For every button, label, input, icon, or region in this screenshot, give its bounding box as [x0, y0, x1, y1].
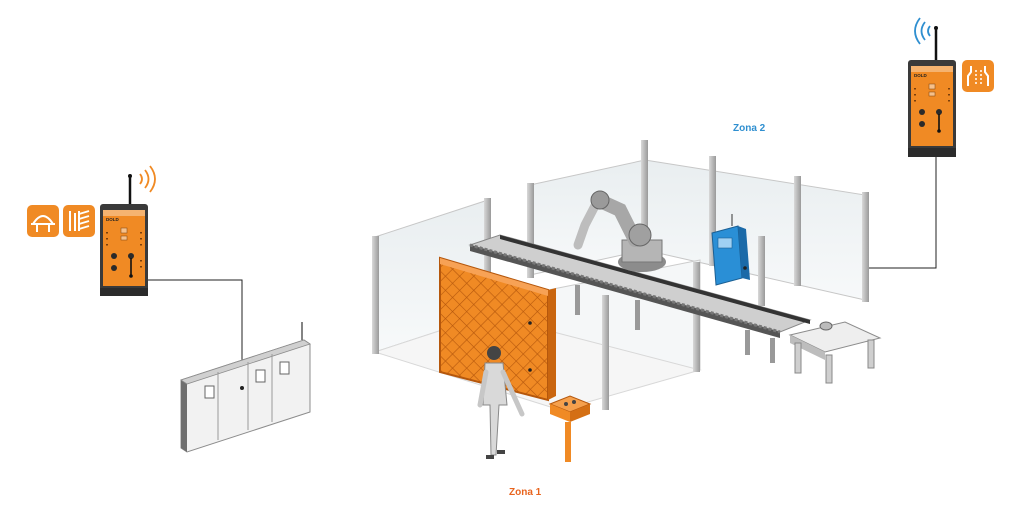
zone-2-label: Zona 2: [733, 123, 766, 134]
outfeed-table: [788, 321, 882, 384]
cabinet-window-2: [255, 369, 266, 383]
safety-relay-icon: [962, 60, 994, 92]
worker-figure: [477, 346, 525, 459]
operator-panel: [548, 395, 592, 462]
left-module-brand: DOLD: [106, 217, 119, 222]
right-wireless-signal-icon: [914, 17, 931, 45]
control-cabinet: [180, 322, 311, 453]
left-wireless-module: DOLD: [100, 165, 156, 296]
safety-controller-box: [711, 214, 750, 286]
robot-cell: [372, 140, 882, 462]
light-curtain-icon: [27, 205, 59, 237]
fence-posts: [372, 140, 869, 410]
wire-left-module-to-cabinet: [148, 279, 243, 388]
safety-door: [439, 256, 556, 402]
robot-arm: [573, 190, 666, 272]
left-wireless-signal-icon: [139, 165, 156, 193]
conveyor: [468, 234, 812, 363]
right-wireless-module: DOLD: [908, 17, 956, 157]
cabinet-window-1: [204, 385, 215, 399]
cabinet-window-3: [279, 361, 290, 375]
right-module-brand: DOLD: [914, 73, 927, 78]
safety-gate-icon: [63, 205, 95, 237]
zone-1-label: Zona 1: [509, 487, 542, 498]
